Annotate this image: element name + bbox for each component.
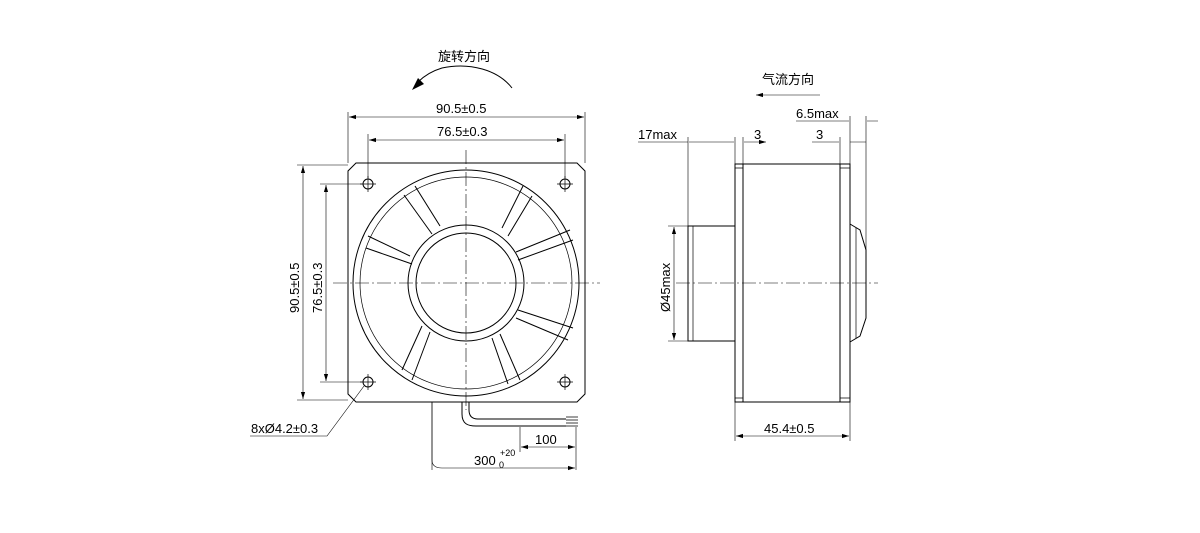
side-view: 气流方向 17max 3 3 6.5max Ø45max 45.4±0.5 — [638, 72, 878, 441]
rotation-label: 旋转方向 — [438, 49, 490, 65]
dim-width-outer: 90.5±0.5 — [436, 101, 487, 116]
holes-leader — [250, 385, 365, 437]
rotation-arrowhead — [412, 78, 424, 90]
dim-height-holes: 76.5±0.3 — [310, 262, 325, 313]
dim-body-depth: 45.4±0.5 — [764, 421, 815, 436]
dim-lead-short: 100 — [535, 432, 557, 447]
mounting-holes — [360, 176, 573, 390]
side-bearing — [849, 223, 867, 343]
dim-hub-diameter: Ø45max — [658, 262, 673, 312]
dim-depth-max: 17max — [638, 127, 678, 142]
dim-width-holes: 76.5±0.3 — [437, 124, 488, 139]
dim-hub-max: 6.5max — [796, 106, 839, 121]
fan-blades — [365, 185, 574, 385]
front-view: 旋转方向 90.5±0.5 76.5±0.3 90.5±0.5 76.5±0.3… — [250, 49, 600, 471]
dim-lead-long-sup: +20 — [500, 448, 515, 458]
dim-lead-long: 300 — [474, 453, 496, 468]
side-hub — [687, 225, 736, 342]
airflow-label: 气流方向 — [762, 72, 814, 88]
rotation-arrow — [417, 65, 513, 89]
lead-wire — [461, 402, 578, 427]
dim-flange-left: 3 — [754, 127, 761, 142]
dim-flange-right: 3 — [816, 127, 823, 142]
dim-height-outer: 90.5±0.5 — [287, 262, 302, 313]
dim-lead-long-sub: 0 — [499, 460, 504, 470]
holes-label: 8xØ4.2±0.3 — [251, 421, 318, 436]
fan-frame — [347, 162, 586, 403]
